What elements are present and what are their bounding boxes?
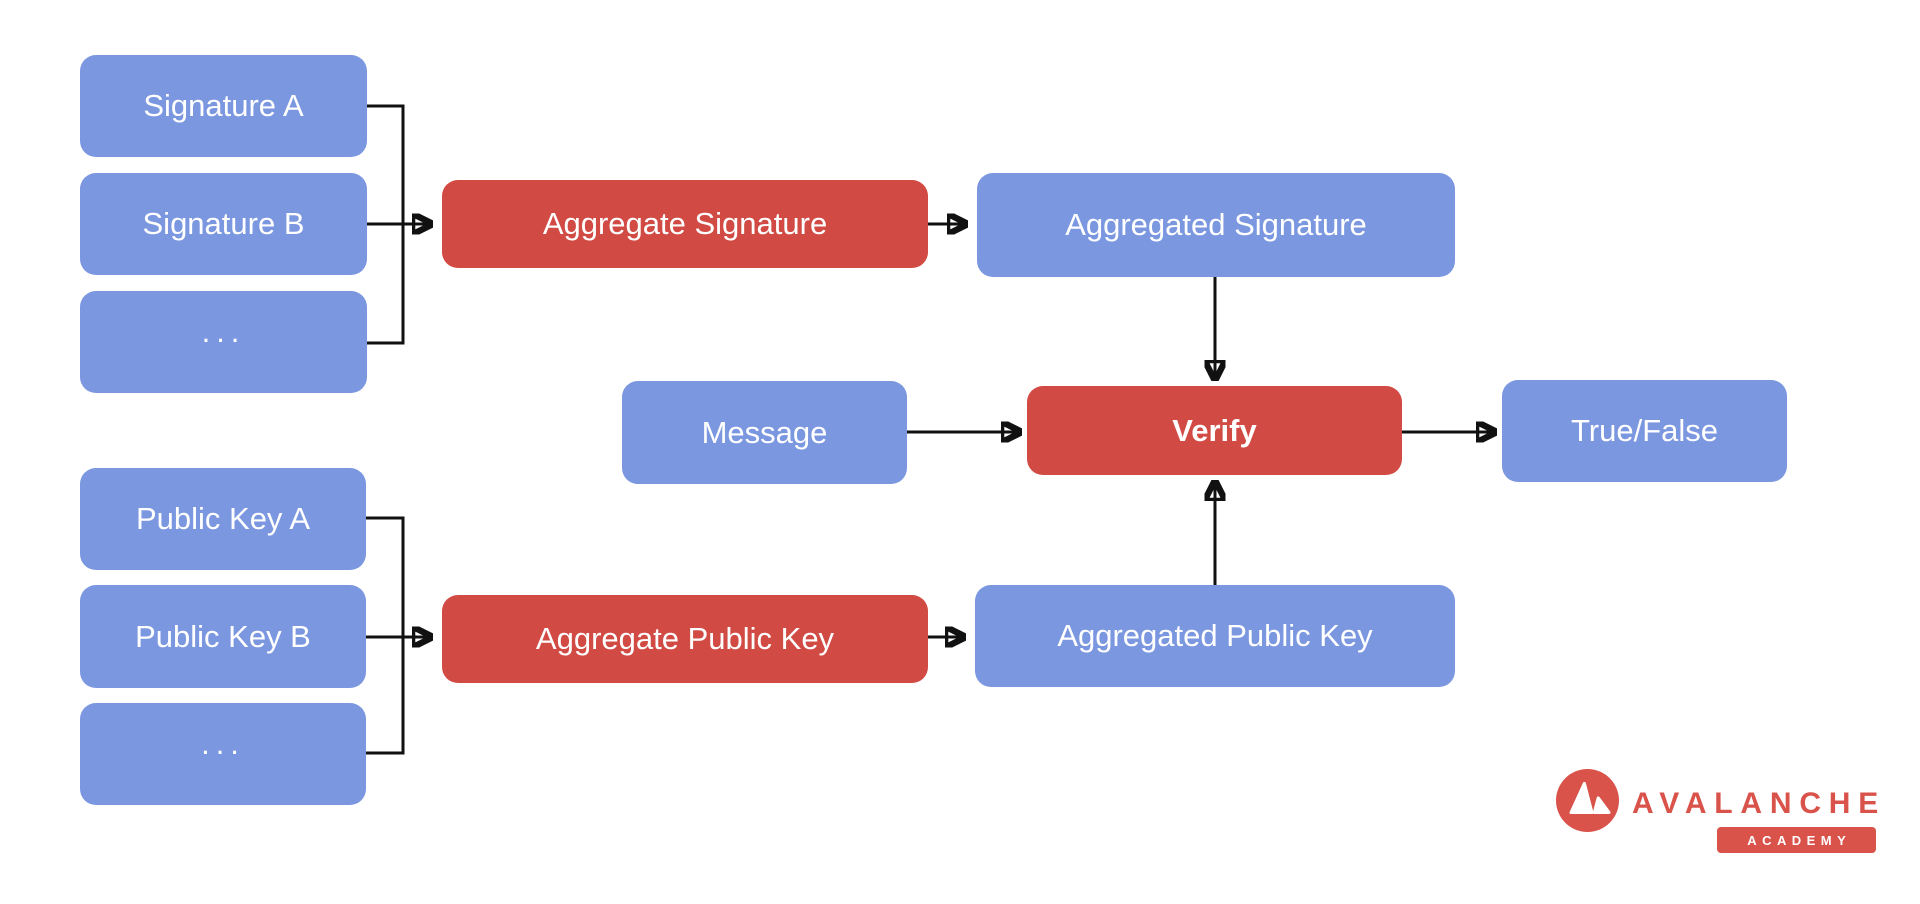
academy-badge: ACADEMY [1717, 827, 1876, 853]
node-public-key-b: Public Key B [80, 585, 366, 688]
avalanche-logo-icon [1556, 769, 1619, 832]
node-public-key-more-label: ... [201, 726, 245, 761]
node-public-key-more: ... [80, 703, 366, 805]
node-signature-a: Signature A [80, 55, 367, 157]
node-signature-b: Signature B [80, 173, 367, 275]
node-signature-more: ... [80, 291, 367, 393]
avalanche-wordmark: AVALANCHE [1632, 787, 1887, 820]
node-aggregate-public-key-label: Aggregate Public Key [535, 621, 835, 656]
node-aggregate-signature: Aggregate Signature [442, 180, 928, 268]
node-aggregate-public-key: Aggregate Public Key [442, 595, 928, 683]
node-public-key-a: Public Key A [80, 468, 366, 570]
node-message-label: Message [701, 414, 828, 450]
node-aggregated-public-key-label: Aggregated Public Key [1057, 618, 1373, 653]
node-aggregated-signature-label: Aggregated Signature [1065, 207, 1367, 242]
node-true-false: True/False [1502, 380, 1787, 482]
node-signature-b-label: Signature B [142, 206, 305, 241]
node-verify: Verify [1027, 386, 1402, 475]
node-signature-a-label: Signature A [143, 88, 304, 123]
node-signature-more-label: ... [201, 314, 246, 349]
node-public-key-b-label: Public Key B [135, 618, 311, 654]
node-aggregate-signature-label: Aggregate Signature [542, 206, 828, 241]
node-aggregated-signature: Aggregated Signature [977, 173, 1455, 277]
node-public-key-a-label: Public Key A [135, 501, 311, 536]
node-verify-label: Verify [1172, 412, 1257, 448]
node-message: Message [622, 381, 907, 484]
node-aggregated-public-key: Aggregated Public Key [975, 585, 1455, 687]
node-true-false-label: True/False [1570, 413, 1718, 448]
